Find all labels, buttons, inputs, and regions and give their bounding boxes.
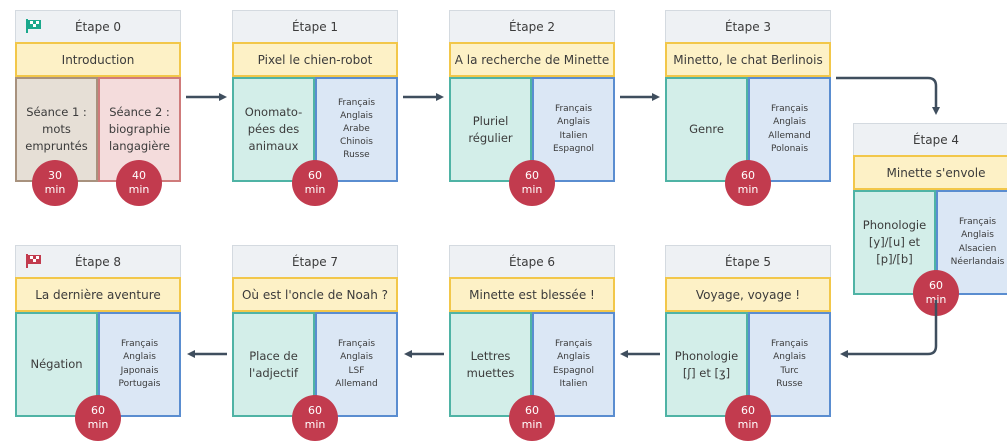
languages-cell: Français Anglais Alsacien Néerlandais (936, 190, 1007, 295)
stage-card-6: Étape 6 Minette est blessée ! Lettres mu… (449, 245, 615, 417)
duration-badge: 60 min (725, 160, 771, 206)
arrow-3-4 (836, 76, 940, 115)
stage-heading: Étape 6 (508, 254, 556, 269)
stage-card-8: Étape 8 La dernière aventure Négation Fr… (15, 245, 181, 417)
stage-heading: Étape 2 (508, 19, 556, 34)
languages-cell: Français Anglais Arabe Chinois Russe (315, 77, 398, 182)
stage-header: Étape 0 (15, 10, 181, 42)
stage-heading: Étape 4 (912, 132, 960, 147)
stage-card-0: Étape 0 Introduction Séance 1 : mots emp… (15, 10, 181, 182)
duration-badge: 60 min (292, 395, 338, 441)
duration-badge: 40 min (116, 160, 162, 206)
stage-card-4: Étape 4 Minette s'envole Phonologie [y]/… (853, 123, 1007, 295)
topic-cell: Phonologie [ʃ] et [ʒ] (665, 312, 748, 417)
stage-title: Minette s'envole (853, 155, 1007, 190)
stage-title: Introduction (15, 42, 181, 77)
stage-title: Où est l'oncle de Noah ? (232, 277, 398, 312)
duration-badge: 60 min (509, 160, 555, 206)
stage-header: Étape 8 (15, 245, 181, 277)
duration-badge: 60 min (292, 160, 338, 206)
stage-header: Étape 4 (853, 123, 1007, 155)
stage-title: Voyage, voyage ! (665, 277, 831, 312)
stage-header: Étape 6 (449, 245, 615, 277)
stage-heading: Étape 5 (724, 254, 772, 269)
session-1-cell: Séance 1 : mots empruntés (15, 77, 98, 182)
duration-badge: 60 min (725, 395, 771, 441)
arrow-4-5 (840, 300, 938, 358)
stage-title: A la recherche de Minette (449, 42, 615, 77)
duration-badge: 60 min (75, 395, 121, 441)
stage-header: Étape 2 (449, 10, 615, 42)
stage-card-5: Étape 5 Voyage, voyage ! Phonologie [ʃ] … (665, 245, 831, 417)
stage-heading: Étape 1 (291, 19, 339, 34)
stage-title: La dernière aventure (15, 277, 181, 312)
stage-title: Minetto, le chat Berlinois (665, 42, 831, 77)
stage-heading: Étape 8 (74, 254, 122, 269)
stage-header: Étape 5 (665, 245, 831, 277)
stage-heading: Étape 3 (724, 19, 772, 34)
duration-badge: 30 min (32, 160, 78, 206)
stage-header: Étape 7 (232, 245, 398, 277)
stage-header: Étape 1 (232, 10, 398, 42)
stage-title: Minette est blessée ! (449, 277, 615, 312)
stage-heading: Étape 7 (291, 254, 339, 269)
checkered-flag-red-icon (26, 254, 41, 268)
stage-header: Étape 3 (665, 10, 831, 42)
duration-badge: 60 min (509, 395, 555, 441)
checkered-flag-teal-icon (26, 19, 41, 33)
stage-heading: Étape 0 (74, 19, 122, 34)
stage-title: Pixel le chien-robot (232, 42, 398, 77)
